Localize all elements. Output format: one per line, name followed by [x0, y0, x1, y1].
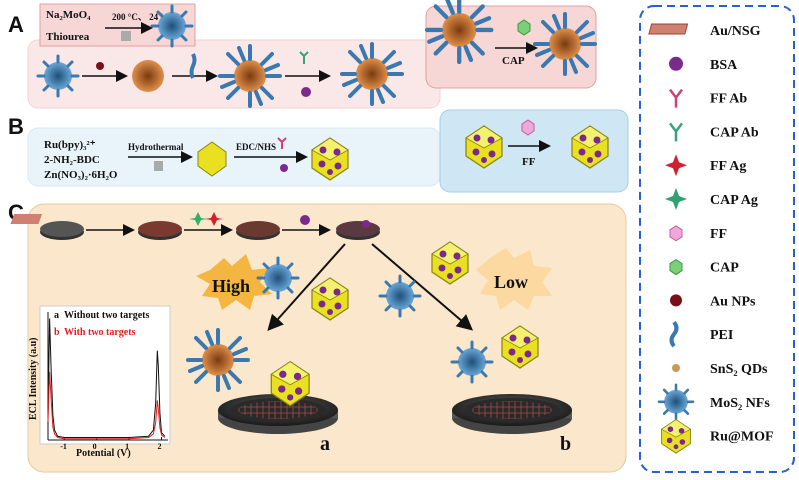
legend-label: PEI — [710, 328, 733, 343]
signal-high: High — [212, 276, 250, 296]
nanoflower-icon — [657, 383, 695, 421]
legend-label: FF Ab — [710, 92, 747, 107]
ff-ab-reagent — [277, 137, 287, 149]
reagent-nh2-bdc: 2-NH₂-BDC — [44, 154, 100, 166]
step-hydrothermal: Hydrothermal — [128, 142, 184, 152]
legend-label: Au NPs — [710, 294, 756, 309]
electrode-a — [218, 394, 338, 434]
mof-bare — [197, 141, 227, 177]
cap-probe-on-a — [186, 328, 250, 392]
cap-probe-approach — [256, 256, 300, 300]
chart-ylabel: ECL Intensity (a.u) — [28, 337, 39, 420]
electrode-sequence — [10, 212, 380, 240]
reagent-thiourea: Thiourea — [46, 31, 90, 43]
cap-antigen-icon — [665, 188, 687, 210]
step-edc-nhs: EDC/NHS — [236, 142, 276, 152]
legend-label: SnS₂ QDs — [710, 362, 768, 377]
signal-low: Low — [494, 272, 528, 292]
cap-ab-reagent — [299, 51, 309, 64]
reagent-zn-nitrate: Zn(NO₃)₂·6H₂O — [44, 169, 118, 181]
chart-frame — [39, 305, 171, 445]
legend-key-a: a — [54, 310, 59, 321]
low-burst — [476, 248, 552, 310]
mos2-nf-start — [36, 54, 80, 98]
arrow-to-a — [267, 243, 346, 331]
ff-antibody-icon — [669, 88, 683, 108]
cap-icon — [669, 258, 683, 276]
hydrothermal-condition: 200 °C、 24 h — [112, 12, 165, 22]
legend-label: Au/NSG — [710, 24, 761, 39]
autoclave-icon-b — [154, 161, 163, 171]
cap-probe-blocked — [378, 274, 422, 318]
legend-label: CAP Ag — [710, 193, 758, 208]
chart-xlabel: Potential (V) — [76, 448, 131, 459]
chart-series-b — [47, 371, 166, 440]
legend-label: Ru@MOF — [710, 430, 774, 445]
legend-label: MoS₂ NFs — [710, 396, 770, 411]
cap-antibody-icon — [669, 122, 683, 142]
chart-tick-label: 0 — [93, 442, 97, 451]
au-np-reagent — [96, 62, 104, 70]
chart-tick-label: 2 — [158, 442, 162, 451]
section-b-letter: B — [8, 114, 24, 139]
bsa-icon — [669, 56, 683, 71]
chart-tick-label: 1 — [125, 442, 129, 451]
reagent-na2moo4: Na₂MoO₄ — [46, 9, 91, 21]
legend-series-b: With two targets — [64, 327, 136, 338]
cap-molecule — [517, 19, 531, 36]
legend-label: CAP — [710, 261, 739, 276]
section-a-target: CAP — [502, 55, 525, 67]
au-mos2-particle — [132, 60, 164, 92]
ff-molecule — [521, 119, 535, 136]
probe-cap — [340, 42, 404, 106]
legend-label: BSA — [710, 58, 738, 73]
electrode-a-label: a — [320, 433, 330, 455]
chart-tick-label: -1 — [60, 442, 67, 451]
arrow-to-b — [371, 243, 474, 331]
pei-mos2-particle — [218, 44, 282, 108]
electrode-b — [452, 394, 572, 434]
ff-icon — [669, 225, 683, 242]
legend-label: CAP Ab — [710, 125, 759, 140]
bsa-reagent-b — [280, 164, 288, 172]
legend-label: FF — [710, 227, 727, 242]
legend-series-a: Without two targets — [64, 310, 149, 321]
probe-cap-bound — [533, 12, 597, 76]
au-np-icon — [670, 294, 682, 307]
chart-series-a — [47, 318, 166, 438]
section-b-target: FF — [522, 156, 536, 168]
legend-list: Au/NSG BSA FF Ab CAP Ab FF Ag CAP Ag FF CAP Au N… — [648, 23, 774, 454]
pei-icon — [669, 320, 679, 348]
high-burst — [196, 254, 272, 310]
autoclave-icon — [121, 31, 131, 41]
probe-cap-inset — [427, 0, 491, 62]
cap-probe-on-b — [450, 340, 494, 384]
ff-antigen-icon — [665, 154, 687, 177]
legend-key-b: b — [54, 327, 60, 338]
mos2-nf-product — [150, 4, 194, 48]
electrode-b-label: b — [560, 433, 571, 455]
section-a-letter: A — [8, 12, 24, 37]
legend-panel — [639, 5, 795, 473]
chart-plot-area: -1 0 1 2 — [47, 312, 168, 451]
bsa-reagent — [301, 87, 311, 97]
reagent-ru-bpy: Ru(bpy)₃²⁺ — [44, 139, 96, 151]
pei-reagent — [189, 53, 197, 79]
qd-icon — [672, 364, 680, 372]
legend-label: FF Ag — [710, 159, 746, 174]
ecl-chart: -1 0 1 2 a Without two targets With two tar… — [28, 305, 171, 459]
sheet-icon — [648, 23, 689, 35]
